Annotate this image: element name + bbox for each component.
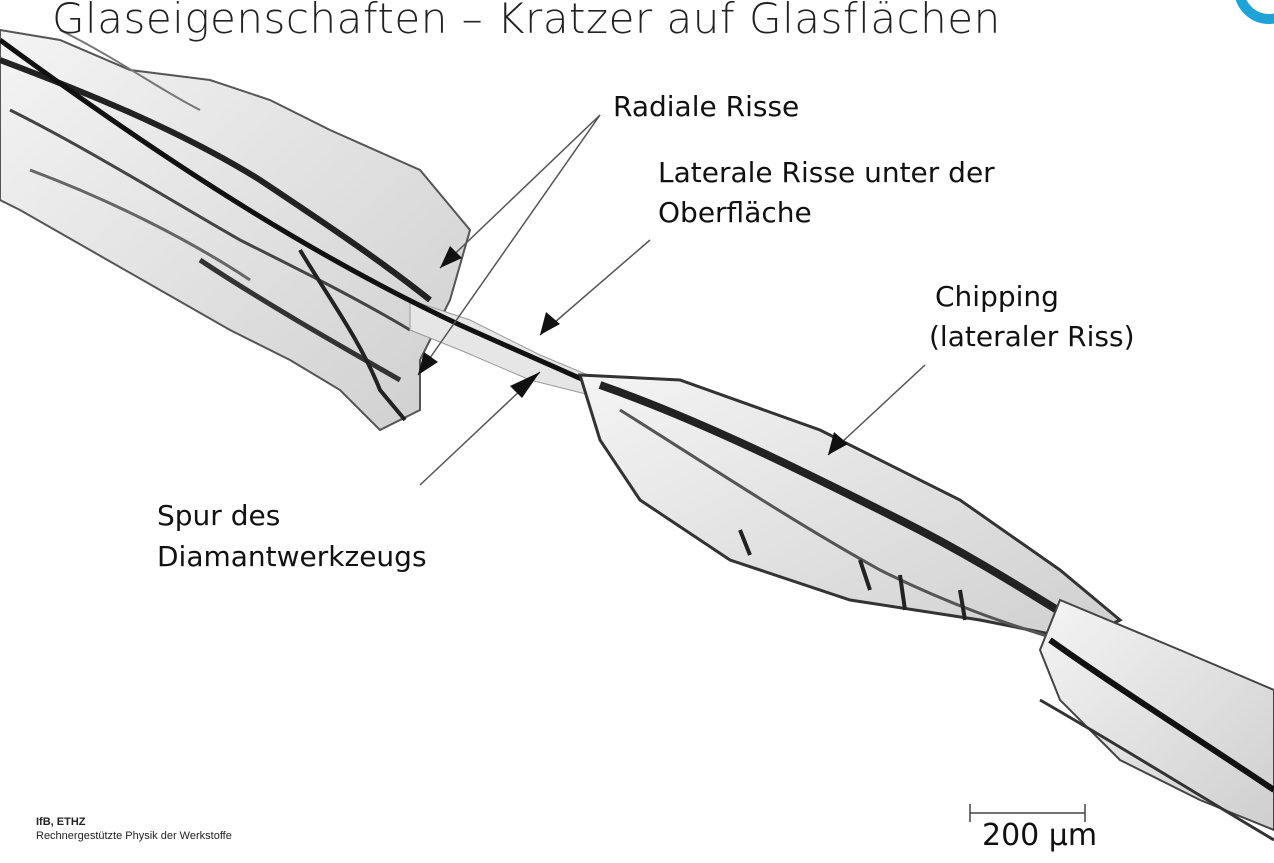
label-laterale-line2: Oberfläche <box>658 194 812 232</box>
leader-laterale <box>540 240 650 335</box>
label-radiale-risse: Radiale Risse <box>613 88 799 126</box>
label-laterale-line1: Laterale Risse unter der <box>658 154 995 192</box>
label-chipping-line2: (lateraler Riss) <box>929 318 1135 356</box>
leader-radiale-1 <box>440 115 600 268</box>
scale-bar-label: 200 μm <box>982 818 1097 853</box>
label-spur-line1: Spur des <box>157 497 280 535</box>
label-chipping-line1: Chipping <box>935 278 1059 316</box>
page-title: Glaseigenschaften – Kratzer auf Glasfläc… <box>52 0 1001 43</box>
label-spur-line2: Diamantwerkzeugs <box>157 538 427 576</box>
arrowhead-laterale <box>540 312 560 335</box>
footer-course: Rechnergestützte Physik der Werkstoffe <box>36 830 232 842</box>
footer-org: IfB, ETHZ <box>36 816 86 828</box>
